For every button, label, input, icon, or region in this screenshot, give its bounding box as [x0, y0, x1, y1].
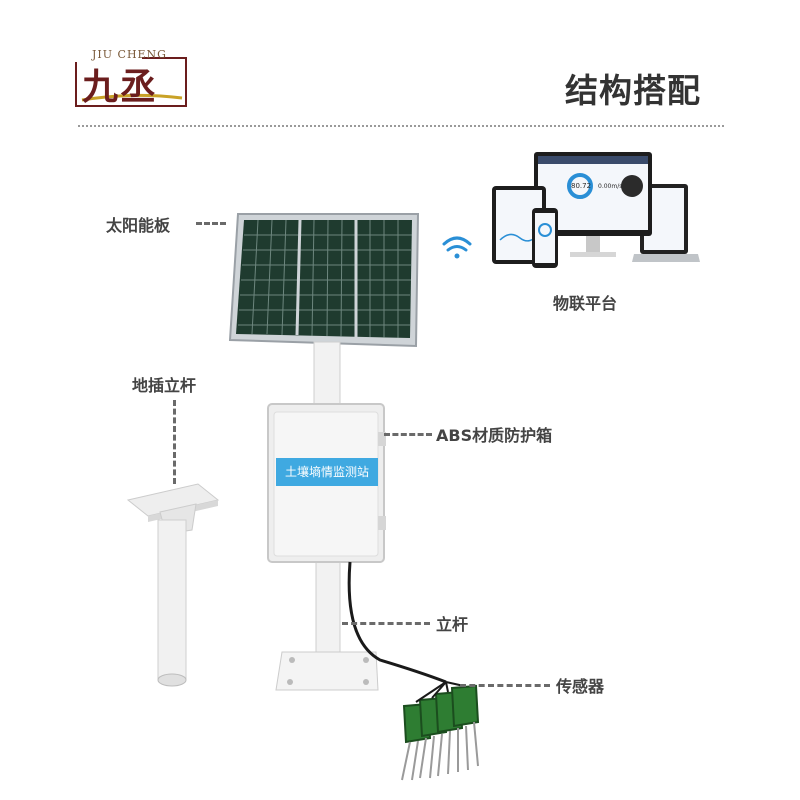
logo-frame	[75, 57, 187, 107]
platform-speed-value: 0.00m/s	[598, 183, 623, 190]
enclosure-label: 土壤墒情监测站	[276, 458, 378, 486]
callout-sensor: 传感器	[556, 677, 605, 696]
callout-enclosure: ABS材质防护箱	[436, 426, 553, 445]
pole-image	[275, 341, 379, 691]
callout-ground-pole: 地插立杆	[132, 376, 197, 395]
logo-text-cn: 九丞	[82, 66, 159, 108]
platform-gauge-value: 80.72	[571, 182, 592, 190]
callout-solar-panel-line	[196, 222, 226, 225]
callout-solar-panel: 太阳能板	[106, 216, 171, 235]
sensor-image	[401, 681, 480, 781]
header-divider	[78, 125, 724, 127]
page-title: 结构搭配	[565, 71, 701, 110]
wifi-icon	[442, 236, 472, 259]
callout-sensor-line	[460, 684, 550, 687]
callout-enclosure-line	[384, 433, 432, 436]
callout-ground-pole-line	[173, 400, 176, 484]
sensor-cable	[347, 561, 447, 684]
solar-panel-image	[228, 213, 420, 348]
callout-pole-line	[342, 622, 430, 625]
callout-iot-platform: 物联平台	[553, 294, 618, 313]
callout-pole: 立杆	[436, 615, 469, 634]
logo-text-en: JIU CHENG	[92, 48, 167, 61]
iot-platform-devices	[492, 152, 700, 268]
ground-pole-image	[126, 483, 220, 687]
